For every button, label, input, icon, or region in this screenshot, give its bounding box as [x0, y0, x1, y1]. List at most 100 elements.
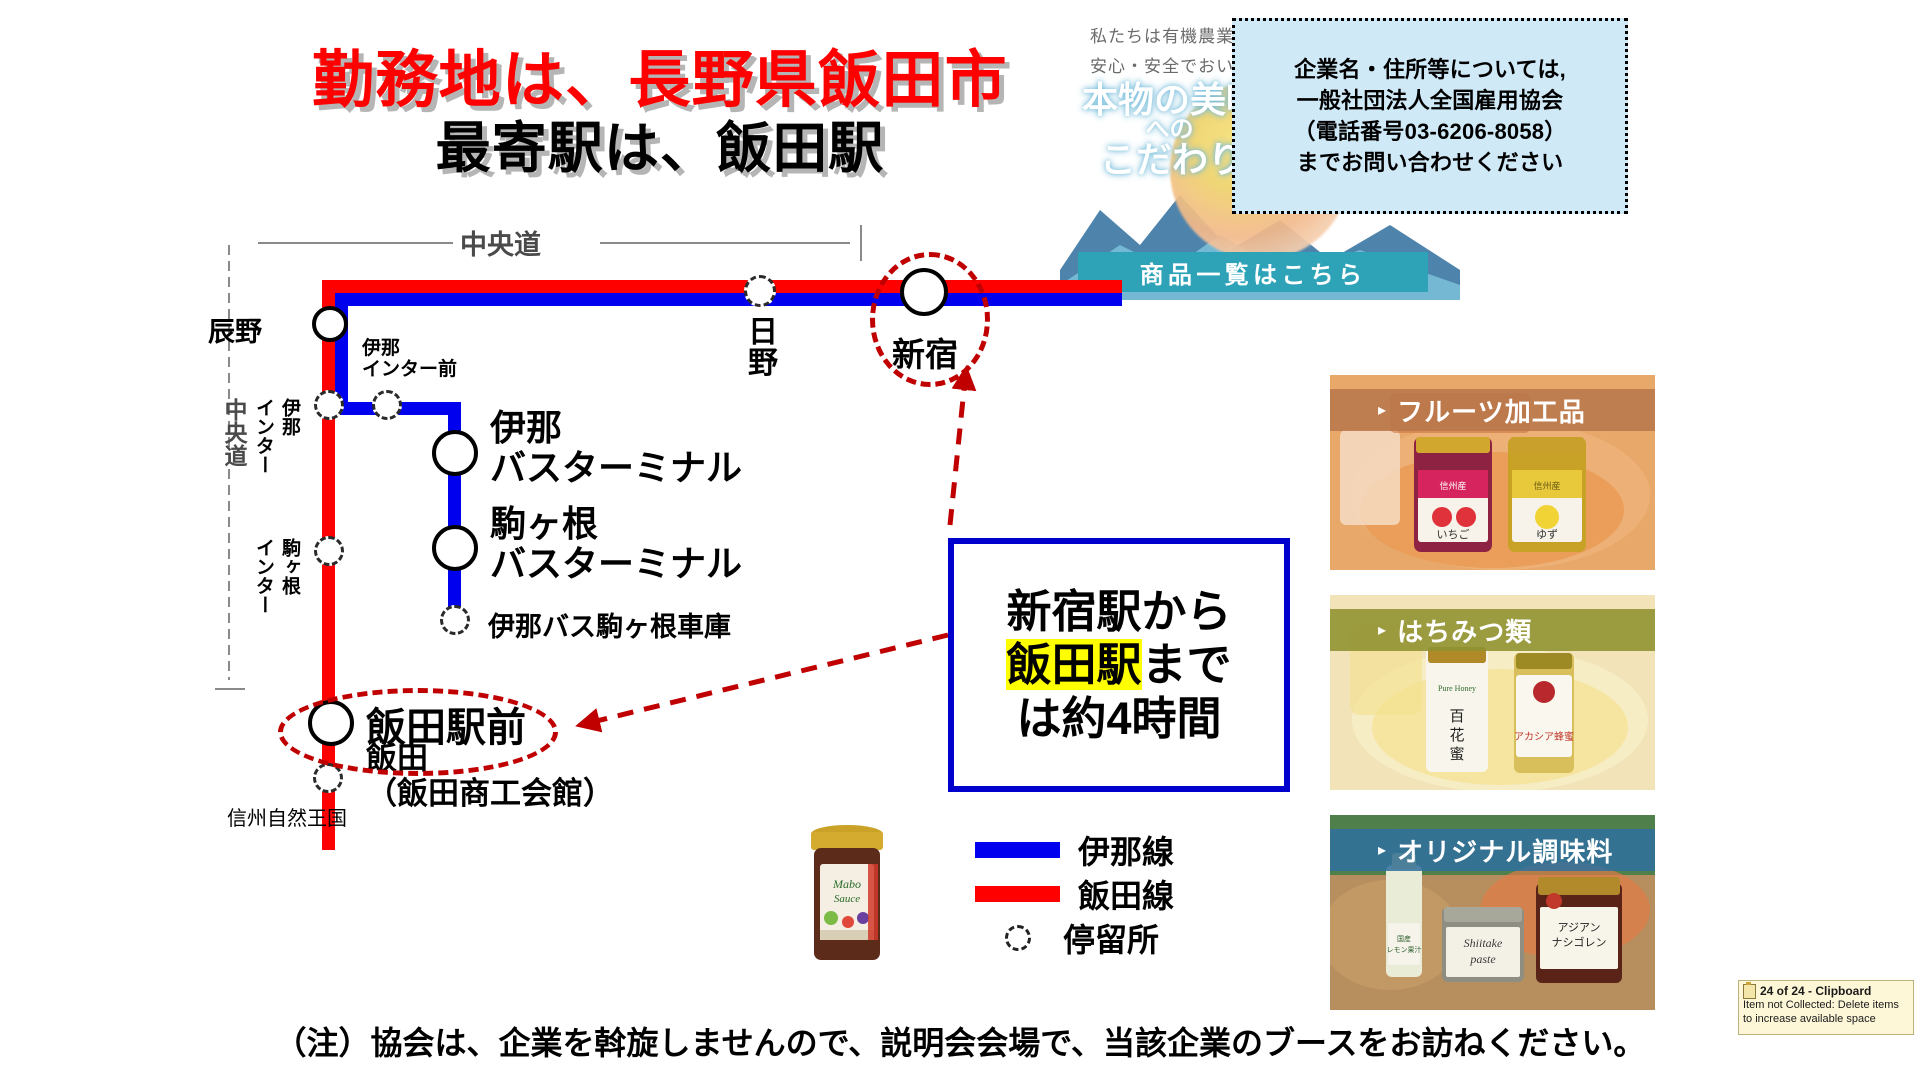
legend-row-iida-line: 飯田線 — [975, 872, 1205, 916]
callout-line-2: 飯田駅まで — [1006, 638, 1232, 691]
label-komagane-bus-terminal: 駒ヶ根 バスターミナル — [490, 503, 743, 585]
clipboard-toast-title-row: 24 of 24 - Clipboard — [1743, 982, 1909, 999]
svg-text:アジアン: アジアン — [1557, 922, 1600, 934]
svg-text:蜜: 蜜 — [1449, 746, 1464, 763]
svg-text:paste: paste — [1469, 952, 1496, 966]
svg-text:いちご: いちご — [1437, 527, 1470, 541]
highlight-ellipse-iida — [278, 688, 558, 776]
bus-stop-icon — [1005, 925, 1031, 951]
highlight-ellipse-shinjuku — [870, 252, 990, 387]
chevron-right-icon: ▸ — [1378, 622, 1388, 639]
label-ina-inter-kana: インター — [253, 398, 274, 474]
info-line-3: （電話番号03-6206-8058） — [1293, 119, 1567, 144]
svg-text:信州産: 信州産 — [1439, 480, 1466, 491]
highway-top-label: 中央道 — [460, 230, 541, 260]
jar-svg: Mabo Sauce — [811, 825, 883, 960]
travel-time-callout: 新宿駅から 飯田駅まで は約4時間 — [948, 538, 1290, 792]
stop-iida[interactable] — [313, 763, 343, 793]
label-komagane-inter-kanji: 駒ヶ根 — [279, 538, 300, 595]
page-title: 勤務地は、長野県飯田市 最寄駅は、飯田駅 — [255, 46, 1065, 179]
product-card-title-fruit: フルーツ加工品 — [1397, 396, 1586, 427]
svg-text:Shiitake: Shiitake — [1464, 936, 1503, 950]
label-tatsuno: 辰野 — [208, 317, 262, 347]
svg-text:Mabo: Mabo — [832, 877, 861, 891]
svg-text:信州産: 信州産 — [1533, 480, 1560, 491]
map-legend: 伊那線 飯田線 停留所 — [975, 828, 1205, 960]
clipboard-toast-body-line-1: Item not Collected: Delete items — [1743, 999, 1899, 1011]
svg-text:国産: 国産 — [1397, 934, 1411, 943]
mabo-sauce-jar-photo: Mabo Sauce — [790, 818, 905, 968]
legend-swatch-blue — [975, 842, 1060, 858]
label-ina-inter-mae-line-2: インター前 — [362, 359, 458, 381]
product-list-button[interactable]: 商品一覧はこちら — [1078, 252, 1428, 292]
highway-top-line-left — [258, 242, 453, 244]
legend-swatch-red — [975, 886, 1060, 902]
product-card-band-fruit: ▸ フルーツ加工品 — [1330, 389, 1655, 431]
stop-ina-bus-terminal[interactable] — [432, 430, 478, 476]
bus-route-map: 中央道 中央道 辰野 伊那 インター前 伊那 インター 伊那 バスターミナル 駒… — [208, 225, 1240, 1000]
title-line-1: 勤務地は、長野県飯田市 — [312, 46, 1008, 115]
product-card-seasoning[interactable]: 国産 レモン果汁 Shiitake paste アジアン ナシゴレン ▸ オリジ… — [1330, 815, 1655, 1010]
footer-note: （注）協会は、企業を斡旋しませんので、説明会会場で、当該企業のブースをお訪ねくだ… — [274, 1025, 1646, 1061]
clipboard-toast-title: 24 of 24 - Clipboard — [1760, 984, 1872, 998]
info-line-1: 企業名・住所等については, — [1294, 56, 1566, 82]
stop-komagane-inter[interactable] — [314, 536, 344, 566]
contact-info-box: 企業名・住所等については, 一般社団法人全国雇用協会 （電話番号03-6206-… — [1232, 18, 1628, 214]
product-card-fruit[interactable]: 信州産 いちご 信州産 ゆず ▸ フルーツ加工品 — [1330, 375, 1655, 570]
legend-row-ina-line: 伊那線 — [975, 828, 1205, 872]
highway-top-end-tick — [860, 225, 862, 261]
chevron-right-icon: ▸ — [1378, 402, 1388, 419]
svg-text:Sauce: Sauce — [834, 893, 860, 905]
callout-highlight: 飯田駅 — [1006, 639, 1142, 691]
label-iida-line-2: （飯田商工会館） — [366, 775, 614, 811]
label-ina-inter-mae: 伊那 インター前 — [362, 338, 457, 381]
callout-line-3: は約4時間 — [1016, 692, 1222, 744]
clipboard-toast-body-line-2: to increase available space — [1743, 1012, 1876, 1025]
svg-text:レモン果汁: レモン果汁 — [1387, 945, 1422, 954]
label-ina-inter-mae-line-1: 伊那 — [362, 338, 401, 359]
label-ina-bus-komagane-shako: 伊那バス駒ヶ根車庫 — [488, 612, 731, 642]
legend-label-bus-stop: 停留所 — [1063, 922, 1160, 958]
red-route-horizontal — [322, 280, 1122, 293]
info-line-2: 一般社団法人全国雇用協会 — [1296, 87, 1564, 113]
legend-label-ina-line: 伊那線 — [1078, 834, 1175, 870]
svg-text:ナシゴレン: ナシゴレン — [1552, 935, 1607, 949]
clipboard-icon — [1743, 982, 1756, 999]
label-komagane-bus-terminal-line-2: バスターミナル — [490, 543, 743, 585]
svg-text:アカシア蜂蜜: アカシア蜂蜜 — [1514, 730, 1574, 743]
clipboard-toast[interactable]: 24 of 24 - Clipboard Item not Collected:… — [1738, 980, 1914, 1035]
title-line-2: 最寄駅は、飯田駅 — [435, 116, 885, 179]
product-card-title-seasoning: オリジナル調味料 — [1397, 836, 1614, 867]
product-card-title-honey: はちみつ類 — [1397, 616, 1533, 647]
stop-ina-inter-mae[interactable] — [372, 390, 402, 420]
callout-line-2-rest: まで — [1141, 639, 1232, 691]
stop-komagane-bus-terminal[interactable] — [432, 525, 478, 571]
promo-headline-line-3: こだわり — [1100, 139, 1245, 180]
stop-tatsuno[interactable] — [312, 306, 348, 342]
product-card-honey[interactable]: Pure Honey 百 花 蜜 アカシア蜂蜜 ▸ はちみつ類 — [1330, 595, 1655, 790]
arrow-to-shinjuku — [947, 365, 977, 526]
highway-left-end-tick — [215, 688, 245, 690]
arrow-to-iida — [575, 632, 949, 733]
callout-line-1: 新宿駅から — [1006, 586, 1232, 638]
svg-text:花: 花 — [1449, 727, 1464, 744]
label-hino: 日野 — [748, 316, 778, 380]
legend-label-iida-line: 飯田線 — [1078, 878, 1175, 914]
legend-row-bus-stop: 停留所 — [975, 916, 1205, 960]
chevron-right-icon: ▸ — [1378, 842, 1388, 859]
blue-route-horizontal-top — [335, 293, 1122, 306]
stop-hino[interactable] — [744, 275, 776, 307]
highway-top-line-right — [600, 242, 850, 244]
label-ina-bus-terminal: 伊那 バスターミナル — [490, 407, 743, 489]
product-card-band-seasoning: ▸ オリジナル調味料 — [1330, 829, 1655, 871]
svg-text:百: 百 — [1449, 708, 1464, 725]
stop-ina-bus-komagane-shako[interactable] — [440, 605, 470, 635]
svg-text:Pure Honey: Pure Honey — [1438, 684, 1476, 693]
stop-ina-inter[interactable] — [314, 390, 344, 420]
label-shinshu-shizen-okoku: 信州自然王国 — [227, 808, 347, 830]
label-ina-inter-kanji: 伊那 — [279, 398, 300, 436]
svg-text:ゆず: ゆず — [1536, 528, 1558, 541]
info-line-4: までお問い合わせください — [1296, 150, 1564, 176]
label-ina-bus-terminal-line-2: バスターミナル — [490, 447, 743, 489]
